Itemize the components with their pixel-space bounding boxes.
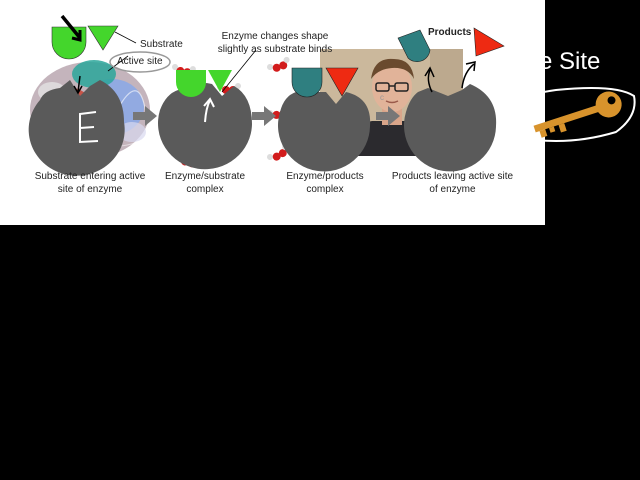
product-red	[325, 67, 359, 97]
enzyme-shape	[28, 80, 125, 176]
key-icon	[512, 87, 636, 142]
caption-substrate-entering: Substrate entering active site of enzyme	[34, 171, 146, 195]
substrate-label: Substrate	[140, 39, 183, 50]
products-label: Products	[428, 27, 472, 38]
enzyme-shape	[278, 92, 371, 172]
svg-text:c: c	[380, 93, 384, 102]
product-teal-leaving	[397, 29, 431, 62]
enzyme-shape	[404, 84, 497, 172]
caption-enzyme-substrate-complex: Enzyme/substrate complex	[164, 171, 246, 195]
substrate-triangle	[87, 25, 119, 51]
product-teal	[291, 67, 323, 98]
h2o2-molecule	[267, 56, 290, 72]
product-red-leaving	[473, 27, 505, 57]
substrate-bound-triangle	[208, 70, 232, 92]
active-site-title: Active Site	[487, 48, 601, 75]
substrate-bound	[176, 70, 206, 97]
handwritten-formula: H2O2	[180, 50, 220, 67]
enzyme-diagram-panel: c Substrate Active site Enzyme changes s…	[0, 0, 545, 225]
enzyme-diagram: c	[28, 14, 505, 176]
caption-products-leaving: Products leaving active site of enzyme	[391, 171, 514, 195]
active-site-label: Active site	[117, 56, 163, 67]
caption-enzyme-products-complex: Enzyme/products complex	[286, 171, 364, 195]
enzyme-shape	[158, 82, 252, 170]
shape-change-note: Enzyme changes shape slightly as substra…	[217, 31, 333, 55]
